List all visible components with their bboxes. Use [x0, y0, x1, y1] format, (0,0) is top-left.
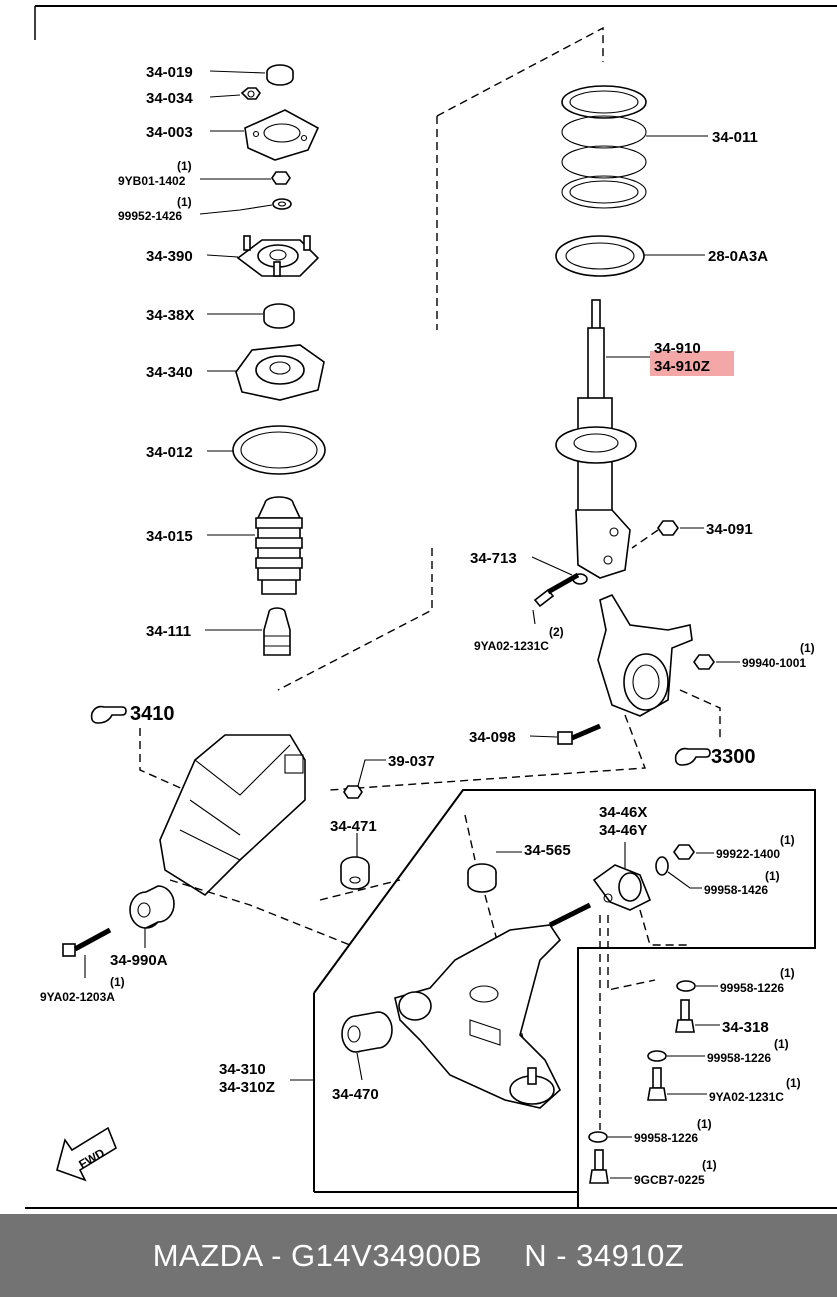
label-99952-1426: 99952-1426	[118, 209, 182, 223]
label-9GCB7-0225: 9GCB7-0225	[634, 1173, 705, 1187]
label-34-310: 34-310	[219, 1061, 266, 1078]
part-99958-1226-washer-c	[588, 1131, 608, 1143]
label-34-015: 34-015	[146, 528, 193, 545]
label-34-38X: 34-38X	[146, 307, 194, 324]
part-99952-1426-washer	[272, 198, 292, 210]
label-28-0A3A: 28-0A3A	[708, 248, 768, 265]
label-34-318: 34-318	[722, 1019, 769, 1036]
label-34-019: 34-019	[146, 64, 193, 81]
part-39-037-nut	[343, 785, 363, 799]
part-34-003-plate	[244, 109, 320, 161]
part-9YA02-1231C-bolt-b	[647, 1067, 667, 1101]
label-34-098: 34-098	[469, 729, 516, 746]
label-9YA02-1231C-b: 9YA02-1231C	[709, 1090, 784, 1104]
label-qty-99958-1226-c: (1)	[697, 1117, 712, 1131]
footer-brand-code: MAZDA - G14V34900B	[152, 1237, 483, 1273]
part-34-565-bushing	[467, 863, 497, 893]
part-34-390-mount	[236, 235, 320, 277]
part-9YA02-1203A-bolt	[62, 927, 112, 957]
part-34-091-nut	[657, 520, 679, 536]
icon-3300-hand-ref	[674, 747, 711, 766]
part-34-340-seat	[235, 344, 325, 401]
part-34-012-ring	[232, 425, 326, 475]
fwd-arrow-icon	[56, 1126, 117, 1182]
label-34-003: 34-003	[146, 124, 193, 141]
label-99958-1226-a: 99958-1226	[720, 981, 784, 995]
footer-bar: MAZDA - G14V34900B N - 34910Z	[0, 1214, 837, 1297]
part-99958-1226-washer-b	[647, 1050, 667, 1062]
label-34-034: 34-034	[146, 90, 193, 107]
label-99958-1226-c: 99958-1226	[634, 1131, 698, 1145]
label-9YB01-1402: 9YB01-1402	[118, 174, 186, 188]
part-34-38X-bushing	[263, 303, 295, 329]
label-99940-1001: 99940-1001	[742, 656, 806, 670]
label-qty-9YA02-1231C-b: (1)	[786, 1076, 801, 1090]
icon-3410-hand-ref	[90, 705, 127, 724]
part-34-910-strut	[555, 299, 637, 579]
part-34-111-bumpstop	[263, 607, 291, 656]
part-28-0A3A-spring-seat	[555, 235, 645, 277]
part-knuckle	[597, 593, 693, 717]
label-34-390: 34-390	[146, 248, 193, 265]
label-34-46Y: 34-46Y	[599, 822, 647, 839]
part-crossmember	[159, 734, 306, 897]
exploded-parts-diagram: 34-019 34-034 34-003 (1) 9YB01-1402 (1) …	[25, 5, 837, 1209]
highlight-34-910Z	[650, 351, 734, 376]
label-34-46X: 34-46X	[599, 804, 647, 821]
label-34-470: 34-470	[332, 1086, 379, 1103]
label-99958-1426: 99958-1426	[704, 883, 768, 897]
label-99922-1400: 99922-1400	[716, 847, 780, 861]
label-ref-3410: 3410	[130, 703, 175, 725]
label-34-310Z: 34-310Z	[219, 1079, 275, 1096]
label-qty-99958-1426: (1)	[765, 869, 780, 883]
part-99922-1400-nut	[673, 844, 695, 860]
footer-part-number: N - 34910Z	[524, 1237, 685, 1273]
part-34-318-bolt	[675, 999, 695, 1033]
part-34-019-cap	[266, 64, 294, 86]
label-34-111: 34-111	[146, 623, 191, 640]
label-qty-99940: (1)	[800, 641, 815, 655]
part-34-034-nut	[240, 87, 261, 100]
label-qty-99922: (1)	[780, 833, 795, 847]
part-9YB01-1402-nut	[271, 171, 291, 185]
part-9YA02-1231C-bolt-a	[533, 572, 580, 608]
label-qty-9YB01: (1)	[177, 159, 192, 173]
label-qty-9YA02-a: (2)	[549, 625, 564, 639]
part-34-471-bushing	[340, 856, 370, 890]
label-qty-99958-1226-a: (1)	[780, 966, 795, 980]
label-34-910Z: 34-910Z	[654, 358, 710, 375]
label-34-091: 34-091	[706, 521, 753, 538]
label-ref-3300: 3300	[711, 746, 756, 768]
part-34-011-coil-spring	[561, 85, 647, 209]
label-qty-9GCB7: (1)	[702, 1158, 717, 1172]
part-99958-1426-washer	[655, 856, 669, 876]
part-34-470-bushing	[341, 1011, 393, 1053]
label-qty-9YA02-1203A: (1)	[110, 975, 125, 989]
part-lower-control-arm	[394, 902, 592, 1109]
part-99958-1226-washer-a	[676, 980, 696, 992]
label-34-990A: 34-990A	[110, 952, 168, 969]
label-34-011: 34-011	[712, 129, 758, 146]
part-34-990A-bushing	[129, 885, 175, 929]
label-9YA02-1231C-a: 9YA02-1231C	[474, 639, 549, 653]
lower-arm-group-frame	[313, 789, 816, 1208]
label-34-910: 34-910	[654, 340, 701, 357]
label-qty-99952: (1)	[177, 195, 192, 209]
label-34-471: 34-471	[330, 818, 377, 835]
label-34-340: 34-340	[146, 364, 193, 381]
part-34-46X-bracket	[592, 864, 652, 911]
part-34-098-bolt	[557, 723, 601, 745]
label-34-713: 34-713	[470, 550, 517, 567]
label-qty-99958-1226-b: (1)	[774, 1037, 789, 1051]
part-34-015-boot	[255, 496, 303, 595]
part-9GCB7-0225-bolt	[589, 1149, 609, 1184]
label-39-037: 39-037	[388, 753, 435, 770]
label-9YA02-1203A: 9YA02-1203A	[40, 990, 115, 1004]
part-99940-1001-nut	[693, 654, 715, 670]
label-99958-1226-b: 99958-1226	[707, 1051, 771, 1065]
label-34-012: 34-012	[146, 444, 193, 461]
label-34-565: 34-565	[524, 842, 571, 859]
